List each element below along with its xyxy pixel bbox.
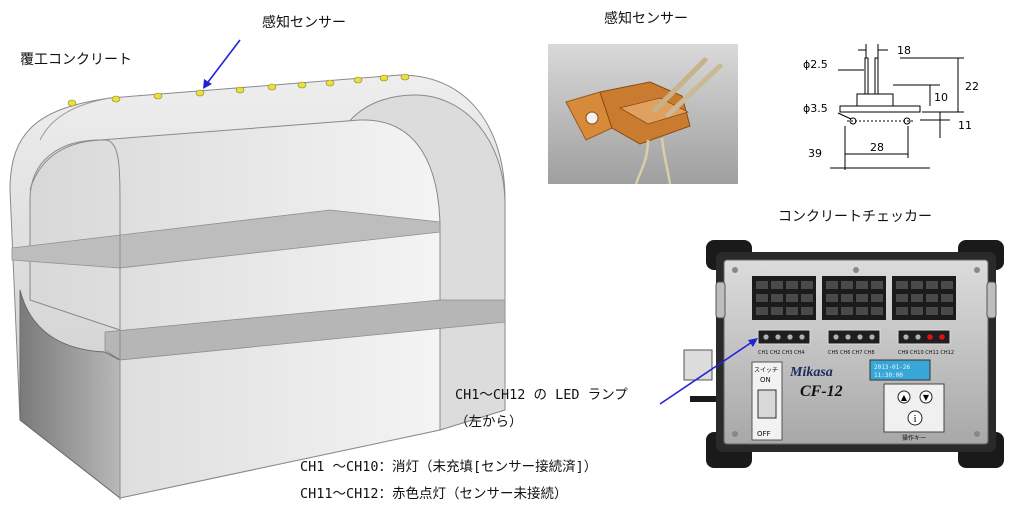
led-ch8 [869, 334, 875, 340]
sensor-wire [634, 139, 650, 185]
switch-on-label: ON [760, 376, 771, 384]
dim-label-28: 28 [870, 141, 884, 154]
sensor-marker [235, 86, 245, 94]
lcd-display [869, 359, 931, 381]
device-screw [974, 267, 980, 273]
group1-channel-labels: CH1 CH2 CH3 CH4 [758, 350, 805, 356]
dim-body-base [839, 105, 921, 113]
dim-label-hole-dia: ϕ3.5 [803, 102, 828, 115]
lcd-line-2: 11:30:00 [874, 372, 903, 379]
tunnel-lining-model [9, 39, 506, 500]
power-switch-lever [757, 389, 777, 419]
led-strip-group-1 [757, 329, 811, 345]
keypad-down-glyph: ▼ [923, 393, 930, 402]
sensor-marker [153, 92, 163, 100]
sensor-pointer-arrow [204, 39, 241, 87]
device-handle-right [986, 281, 997, 319]
group3-channel-labels: CH9 CH10 CH11 CH12 [898, 350, 954, 356]
led-ch12 [939, 334, 945, 340]
led-ch10 [915, 334, 921, 340]
legend-line-2: CH11～CH12：赤色点灯（センサー未接続） [300, 486, 568, 502]
label-checker-title: コンクリートチェッカー [778, 209, 932, 225]
lcd-line-1: 2013-01-26 [874, 364, 911, 371]
device-screw [732, 267, 738, 273]
cable [690, 396, 716, 402]
switch-label: スイッチ [754, 367, 778, 374]
device-handle-left [715, 281, 726, 319]
dim-label-11: 11 [958, 119, 972, 132]
switch-off-label: OFF [757, 430, 771, 438]
led-strip-group-3 [897, 329, 951, 345]
led-ch4 [799, 334, 805, 340]
usb-port [683, 349, 713, 381]
sensor-wire [660, 137, 672, 185]
dim-label-22: 22 [965, 80, 979, 93]
sensor-marker [400, 73, 410, 81]
keypad-caption: 操作キー [902, 434, 926, 442]
sensor-photo [548, 44, 738, 185]
keypad-down-button [919, 390, 933, 404]
tunnel-floor-band [11, 209, 441, 269]
sensor-dimension-drawing [830, 44, 964, 170]
sensor-marker [353, 76, 363, 84]
dim-pin-left [864, 57, 869, 95]
sensor-marker [67, 99, 77, 107]
device-screw [974, 431, 980, 437]
device-screw [853, 267, 859, 273]
keypad-up-button [897, 390, 911, 404]
dim-body-upper [856, 93, 894, 107]
led-ch1 [763, 334, 769, 340]
sensor-marker [195, 89, 205, 97]
led-pointer-arrowhead [748, 338, 758, 347]
keypad-info-glyph: i [913, 413, 916, 425]
device-brand: Mikasa [789, 365, 833, 380]
device-model: CF-12 [800, 383, 843, 400]
device-screw [732, 431, 738, 437]
concrete-checker-device: i ▲ ▼ [683, 240, 1004, 468]
sensor-pointer-arrowhead [203, 79, 212, 89]
led-ch9 [903, 334, 909, 340]
sensor-marker [297, 81, 307, 89]
led-ch7 [857, 334, 863, 340]
label-lining-concrete: 覆工コンクリート [20, 52, 132, 68]
keypad-info-button [907, 410, 923, 426]
dim-label-pin-dia: ϕ2.5 [803, 58, 828, 71]
led-pointer-arrow [659, 339, 756, 405]
legend-line-1: CH1 ～CH10：消灯（未充填[センサー接続済]） [300, 459, 598, 475]
led-caption-line-1: CH1～CH12 の LED ランプ [455, 387, 628, 403]
led-caption-line-2: （左から） [455, 414, 523, 430]
led-ch6 [845, 334, 851, 340]
dim-pin-right [874, 57, 879, 95]
sensor-pin [652, 57, 708, 113]
sensor-mount-hole [585, 111, 599, 125]
sensor-markers [67, 73, 410, 107]
sensor-marker [267, 83, 277, 91]
tunnel-crown-line [39, 97, 111, 141]
led-ch3 [787, 334, 793, 340]
led-ch5 [833, 334, 839, 340]
tunnel-near-ring-arc [29, 139, 121, 500]
label-sensor-photo-title: 感知センサー [604, 11, 688, 27]
dim-line [837, 112, 852, 120]
led-ch2 [775, 334, 781, 340]
label-sensor-arrow: 感知センサー [262, 15, 346, 31]
sensor-marker [111, 95, 121, 103]
dim-label-10: 10 [934, 91, 948, 104]
led-strip-group-2 [827, 329, 881, 345]
sensor-marker [325, 79, 335, 87]
sensor-pin [665, 63, 723, 118]
tunnel-invert [104, 299, 506, 361]
group2-channel-labels: CH5 CH6 CH7 CH8 [828, 350, 875, 356]
led-lamps [763, 334, 945, 340]
dim-label-39: 39 [808, 147, 822, 160]
sensor-marker [379, 74, 389, 82]
keypad-up-glyph: ▲ [901, 393, 908, 402]
connector-pins [756, 281, 953, 315]
led-ch11 [927, 334, 933, 340]
dim-label-18: 18 [897, 44, 911, 57]
